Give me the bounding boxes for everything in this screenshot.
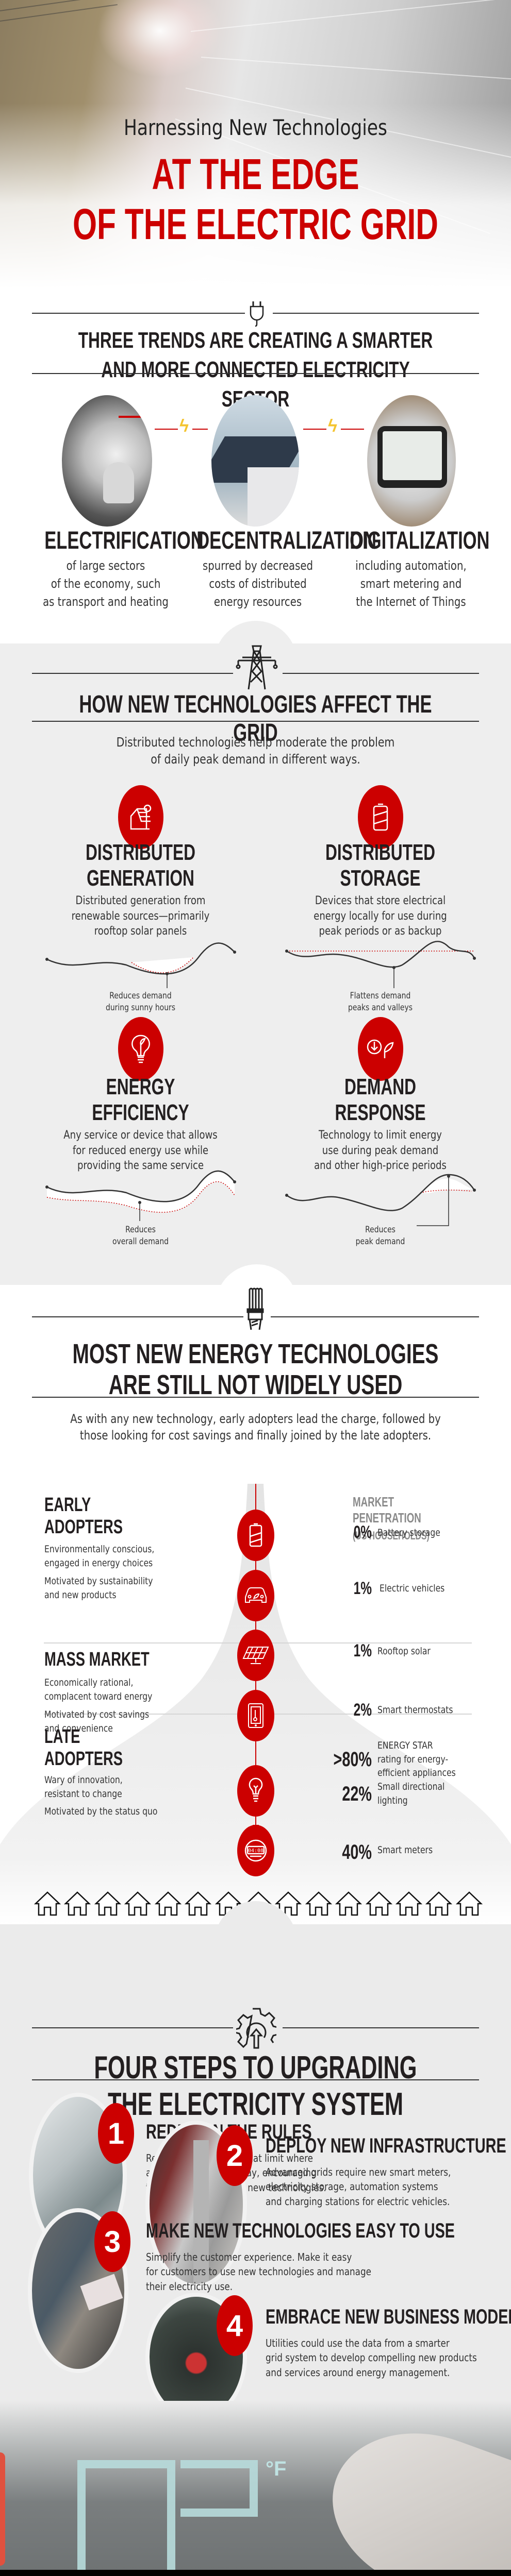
trend-decentralization: DECENTRALIZATION spurred by decreased co… <box>196 527 376 609</box>
power-down-leaf-icon <box>358 1017 403 1081</box>
svg-text:04:08: 04:08 <box>248 1848 263 1854</box>
label-thermostat: Smart thermostats <box>377 1704 453 1716</box>
cfl-bulb-icon <box>246 1287 264 1330</box>
ev-charger-plug-photo <box>62 395 152 527</box>
house-icon <box>395 1891 423 1916</box>
item-distributed-storage: DISTRIBUTED STORAGE Devices that store e… <box>314 840 447 938</box>
group-late-adopters: LATE ADOPTERS Wary of innovation, resist… <box>44 1726 158 1818</box>
pct-energystar: >80% <box>333 1748 372 1771</box>
step-3: MAKE NEW TECHNOLOGIES EASY TO USE Simpli… <box>146 2219 455 2293</box>
hero-fade <box>0 103 511 289</box>
caption-response: Reduces peak demand <box>355 1225 405 1247</box>
pct-meters: 40% <box>342 1841 372 1863</box>
item-energy-efficiency: ENERGY EFFICIENCY Any service or device … <box>63 1074 218 1173</box>
demand-curve-storage <box>285 941 476 988</box>
house-icon <box>34 1891 61 1916</box>
pct-solar: 1% <box>353 1641 372 1660</box>
gear-up-arrow-icon <box>236 2008 276 2049</box>
transmission-tower-icon <box>236 645 278 690</box>
label-battery: Battery storage <box>377 1527 440 1538</box>
house-icon <box>124 1891 152 1916</box>
house-icon <box>94 1891 121 1916</box>
adoption-intro: As with any new technology, early adopte… <box>70 1412 441 1443</box>
smart-thermostat-icon <box>237 1690 274 1741</box>
steps-heading: FOUR STEPS TO UPGRADING THE ELECTRICITY … <box>94 2050 417 2122</box>
label-meters: Smart meters <box>377 1844 433 1856</box>
label-ev: Electric vehicles <box>380 1583 445 1594</box>
grid-heading: HOW NEW TECHNOLOGIES AFFECT THE GRID <box>79 691 432 747</box>
trend-digitalization: DIGITALIZATION including automation, sma… <box>350 527 490 609</box>
step-2: DEPLOY NEW INFRASTRUCTURE Advanced grids… <box>266 2134 506 2208</box>
leaf-lightbulb-icon <box>118 1017 163 1081</box>
pct-thermostat: 2% <box>353 1700 372 1720</box>
page-subtitle: Harnessing New Technologies <box>124 115 387 140</box>
page-subtitle-wrap: Harnessing New Technologies <box>0 113 511 143</box>
page-title: AT THE EDGE OF THE ELECTRIC GRID <box>0 149 511 249</box>
step-1-badge: 1 <box>98 2103 134 2164</box>
step-4: EMBRACE NEW BUSINESS MODELS Utilities co… <box>266 2306 511 2379</box>
grid-intro: Distributed technologies help moderate t… <box>116 735 395 767</box>
label-energystar: ENERGY STAR rating for energy- efficient… <box>377 1740 456 1779</box>
footer: Read more: Harnessing the Value of Grid-… <box>0 2570 511 2576</box>
house-icon <box>154 1891 182 1916</box>
caption-generation: Reduces demand during sunny hours <box>105 991 176 1013</box>
lightbulb-icon <box>237 1765 274 1817</box>
solar-panel-icon <box>237 1630 274 1681</box>
plug-icon <box>250 301 264 327</box>
title-line-1: AT THE EDGE <box>152 150 359 198</box>
label-solar: Rooftop solar <box>377 1646 431 1657</box>
house-icon <box>365 1891 392 1916</box>
penetration-heading: MARKET PENETRATION (US HOUSEHOLDS) <box>353 1494 430 1542</box>
group-mass-market: MASS MARKET Economically rational, compl… <box>44 1649 153 1734</box>
lightning-bolt-icon: ϟ <box>328 416 337 436</box>
house-icon <box>425 1891 453 1916</box>
smart-meter-icon: 04:08 <box>237 1825 274 1876</box>
smart-meter-display-photo <box>367 395 456 527</box>
label-lighting: Small directional lighting <box>377 1781 445 1806</box>
pct-ev: 1% <box>353 1579 372 1598</box>
house-icon <box>305 1891 332 1916</box>
step-3-badge: 3 <box>94 2211 130 2272</box>
solar-house-icon <box>118 785 163 849</box>
adoption-heading: MOST NEW ENERGY TECHNOLOGIES ARE STILL N… <box>72 1338 439 1401</box>
lightning-bolt-icon: ϟ <box>179 416 189 436</box>
caption-storage: Flattens demand peaks and valleys <box>348 991 413 1013</box>
caption-efficiency: Reduces overall demand <box>112 1225 169 1247</box>
demand-curve-efficiency <box>45 1170 236 1221</box>
demand-curve-response <box>285 1174 476 1226</box>
item-demand-response: DEMAND RESPONSE Technology to limit ener… <box>314 1074 447 1173</box>
grid-section <box>0 643 511 1287</box>
house-icon <box>275 1891 302 1916</box>
house-icon <box>335 1891 362 1916</box>
household-row <box>34 1891 483 1917</box>
battery-icon <box>237 1510 274 1561</box>
pct-battery: 0% <box>353 1522 372 1542</box>
house-icon <box>455 1891 483 1916</box>
electric-car-icon <box>237 1570 274 1621</box>
title-line-2: OF THE ELECTRIC GRID <box>73 199 438 248</box>
step-2-badge: 2 <box>217 2125 253 2186</box>
group-early-adopters: EARLY ADOPTERS Environmentally conscious… <box>44 1494 155 1601</box>
man-with-tablet-photo <box>28 2208 128 2373</box>
step-4-badge: 4 <box>217 2295 253 2356</box>
grid-heading-wrap: HOW NEW TECHNOLOGIES AFFECT THE GRID <box>0 690 511 747</box>
rooftop-solar-house-photo <box>211 395 299 527</box>
house-icon <box>185 1891 212 1916</box>
demand-curve-generation <box>45 942 236 988</box>
battery-icon <box>358 785 403 849</box>
item-distributed-generation: DISTRIBUTED GENERATION Distributed gener… <box>71 840 210 938</box>
house-icon <box>64 1891 91 1916</box>
trend-electrification: ELECTRIFICATION of large sectors of the … <box>43 527 204 609</box>
thermostat-touch-photo: °F <box>0 2401 511 2576</box>
pct-lighting: 22% <box>342 1783 372 1805</box>
